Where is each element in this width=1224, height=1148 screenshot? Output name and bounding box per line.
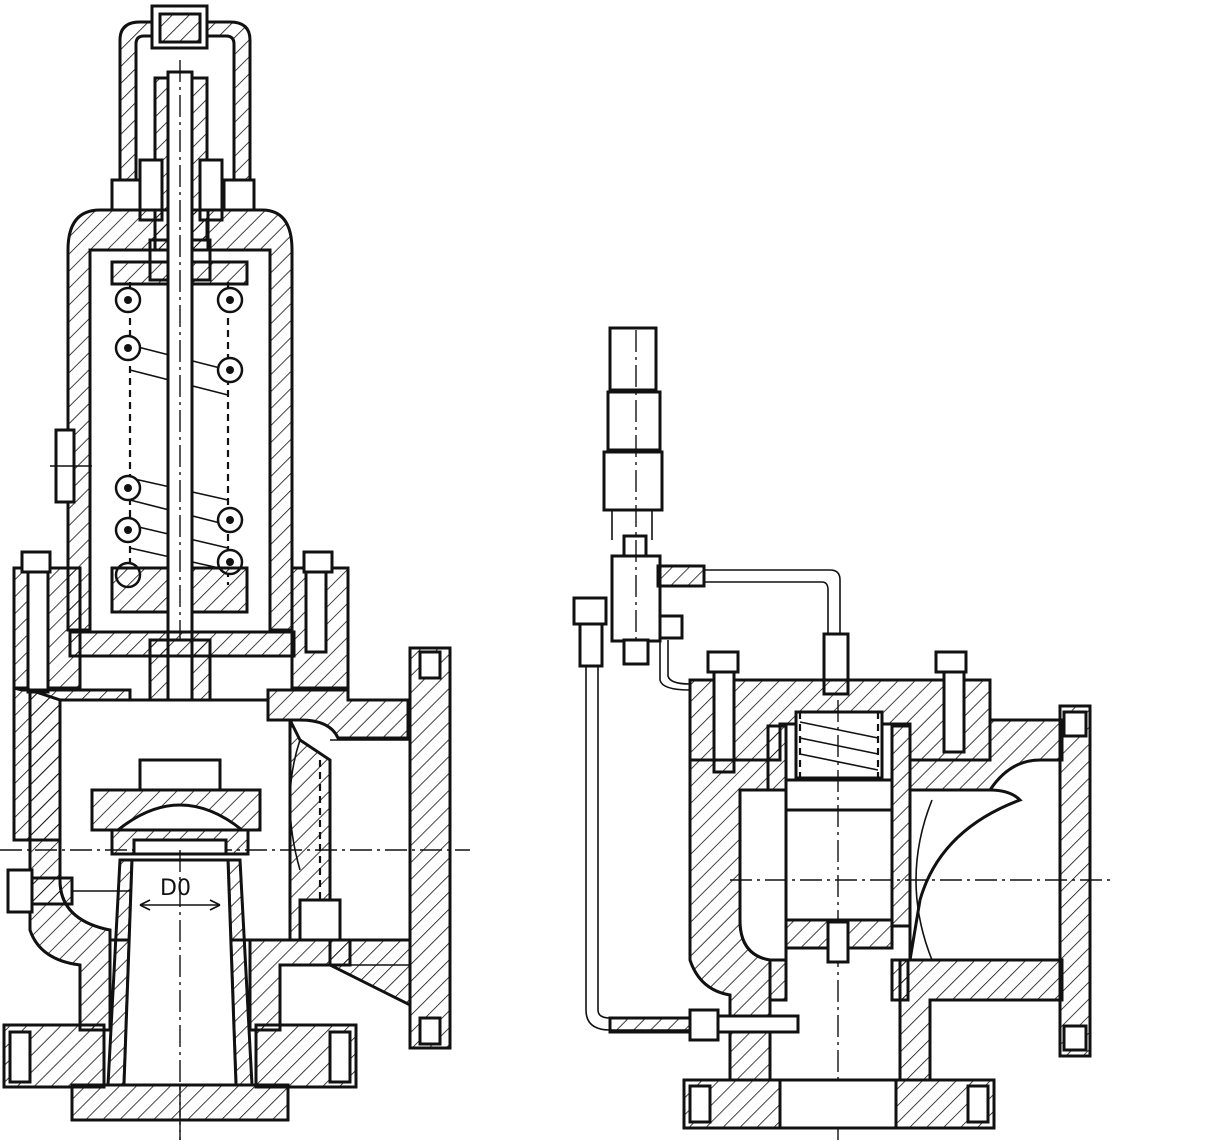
supply-fitting (608, 1008, 800, 1042)
seat-diameter-label: D0 (160, 876, 191, 901)
main-seat (768, 958, 910, 1002)
nozzle: D0 (70, 850, 290, 1140)
main-outlet-flange (730, 704, 1110, 1058)
inlet-flange (2, 1023, 358, 1089)
pilot-actuator (602, 326, 706, 666)
valve-cap (110, 4, 256, 212)
pilot-operated-valve (572, 326, 1110, 1140)
pilot-tube (659, 569, 850, 696)
main-piston (766, 700, 912, 1140)
body-bolt (289, 739, 342, 942)
bonnet-flange (12, 550, 350, 694)
test-gag (6, 868, 130, 914)
disc-assembly (90, 758, 262, 856)
main-inlet-flange (682, 1078, 996, 1130)
outlet-flange (0, 646, 470, 1050)
spring-safety-valve: D0 (0, 4, 470, 1140)
